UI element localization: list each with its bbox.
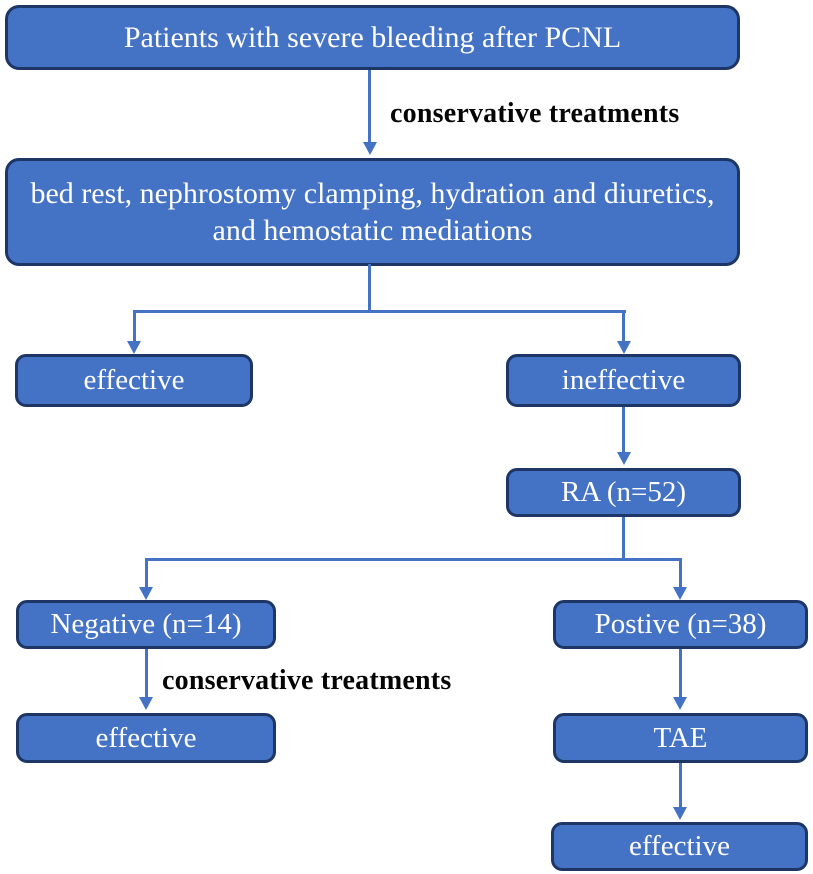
connector-split1-right-drop-line	[622, 310, 625, 342]
node-patients-label: Patients with severe bleeding after PCNL	[123, 20, 622, 54]
node-bedrest-label: bed rest, nephrostomy clamping, hydratio…	[30, 176, 715, 248]
node-effective-1-label: effective	[83, 364, 185, 397]
connector-negative-effective-line	[145, 649, 148, 698]
connector-split1-right-arrowhead-icon	[617, 341, 631, 354]
connector-split2-left-drop-line	[145, 558, 148, 588]
node-bedrest: bed rest, nephrostomy clamping, hydratio…	[5, 158, 740, 266]
node-postive-label: Postive (n=38)	[594, 608, 767, 641]
node-effective-3: effective	[551, 822, 808, 871]
connector-split2-right-drop-line	[679, 558, 682, 588]
node-effective-3-label: effective	[629, 830, 730, 863]
node-ineffective-label: ineffective	[561, 364, 686, 397]
node-negative: Negative (n=14)	[16, 600, 276, 649]
edge-label-conservative-treatments-1: conservative treatments	[390, 98, 680, 129]
connector-postive-tae-line	[679, 649, 682, 698]
connector-tae-effective-arrowhead-icon	[673, 807, 687, 820]
connector-split2-right-arrowhead-icon	[673, 587, 687, 600]
node-tae: TAE	[553, 713, 808, 763]
connector-split2-stem-line	[622, 517, 625, 561]
node-effective-2: effective	[16, 713, 276, 763]
connector-patients-bedrest-line	[368, 70, 371, 143]
connector-negative-effective-arrowhead-icon	[139, 697, 153, 710]
node-ra-label: RA (n=52)	[560, 476, 687, 509]
node-effective-1: effective	[15, 354, 253, 407]
connector-split2-left-arrowhead-icon	[139, 587, 153, 600]
connector-split2-horizontal-line	[145, 558, 682, 561]
connector-patients-bedrest-arrowhead-icon	[363, 142, 377, 155]
connector-ineffective-ra-line	[622, 407, 625, 453]
connector-postive-tae-arrowhead-icon	[673, 697, 687, 710]
node-negative-label: Negative (n=14)	[50, 608, 242, 641]
connector-ineffective-ra-arrowhead-icon	[617, 452, 631, 465]
connector-split1-left-arrowhead-icon	[127, 341, 141, 354]
node-ra: RA (n=52)	[506, 468, 741, 517]
connector-split1-horizontal-line	[133, 310, 626, 313]
connector-split1-left-drop-line	[133, 310, 136, 342]
node-ineffective: ineffective	[506, 354, 741, 407]
edge-label-conservative-treatments-2: conservative treatments	[162, 665, 452, 696]
connector-tae-effective-line	[679, 763, 682, 808]
connector-split1-stem-line	[368, 264, 371, 312]
node-effective-2-label: effective	[95, 721, 197, 754]
node-patients: Patients with severe bleeding after PCNL	[5, 5, 740, 70]
node-tae-label: TAE	[653, 721, 708, 754]
node-postive: Postive (n=38)	[553, 600, 808, 649]
